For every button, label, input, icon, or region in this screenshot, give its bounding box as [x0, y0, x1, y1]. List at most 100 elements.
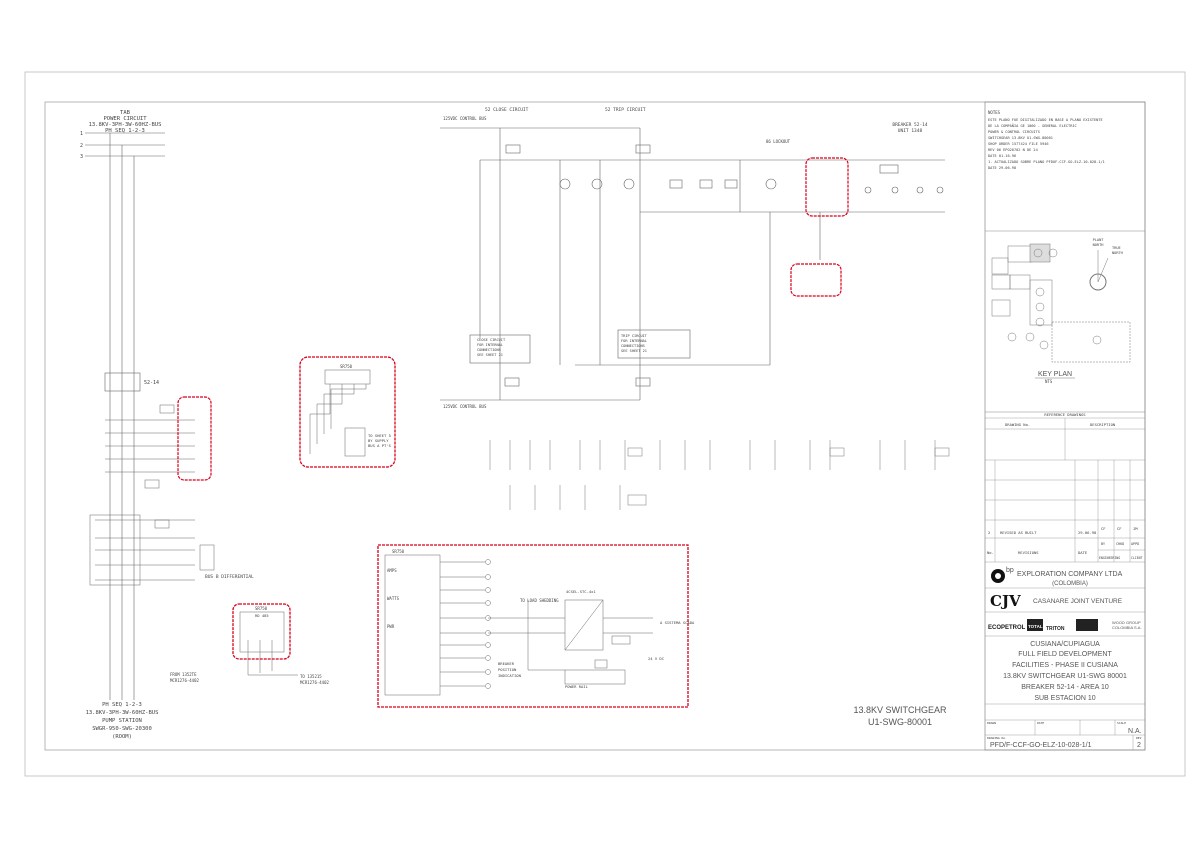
meter-input-pwr: PWR [387, 624, 395, 629]
power-rail-label: POWER RAIL [565, 684, 589, 689]
trip-box-3: SEE SHEET 21 [621, 349, 647, 353]
trip-box-2: CONNECTIONS [621, 344, 645, 348]
casanare-label: CASANARE JOINT VENTURE [1033, 598, 1123, 605]
bp-logo-text: bp [1006, 567, 1014, 574]
rev-header-no: No. [987, 550, 994, 555]
left-panel-line-1: BY SUPPLY [368, 438, 389, 443]
rev-value: 2 [1137, 742, 1141, 749]
date-label: DATE [1037, 721, 1044, 725]
bottom-bus-4: (ROOM) [112, 734, 132, 740]
drawn-label: DRAWN [987, 721, 996, 725]
wood-0: WOOD GROUP [1112, 620, 1141, 625]
small-panel-title: SR750 [255, 606, 268, 611]
phase-label-3: 3 [80, 154, 83, 160]
title-line-4: BREAKER 52-14 - AREA 10 [1021, 684, 1109, 691]
role-engineering: ENGINEERING [1099, 556, 1120, 560]
sr750-left-panel: SR750 TO SHEET 5 BY SUPPLY BUS A PT'S [299, 356, 396, 468]
total-logo: TOTAL [1028, 624, 1043, 629]
ecopetrol-logo: ECOPETROL [988, 625, 1026, 631]
differential-label: BUS B DIFFERENTIAL [205, 574, 254, 580]
exploration-1: (COLOMBIA) [1052, 581, 1088, 587]
breaker-tag: 52-14 [144, 380, 159, 386]
rev-desc: REVISED AS BUILT [1000, 530, 1037, 535]
reference-col1: DRAWING No. [1005, 422, 1030, 427]
drawing-no: PFD/F-CCF-GO-ELZ-10-028-1/1 [990, 742, 1092, 749]
rev-label: REV [1136, 736, 1142, 740]
true-north-0: TRUE [1112, 246, 1121, 250]
close-box-0: CLOSE CIRCUIT [477, 338, 506, 342]
left-panel-line-0: TO SHEET 5 [368, 433, 391, 438]
phase-label-1: 1 [80, 131, 83, 137]
revision-cloud-control-a [805, 157, 849, 217]
switchgear-label-0: 13.8KV SWITCHGEAR [853, 705, 947, 715]
note-0: ESTE PLANO FUE DIGITALIZADO EN BASE A PL… [988, 118, 1103, 122]
rev-chk: CF [1117, 526, 1122, 531]
true-north-1: NORTH [1112, 251, 1123, 255]
plant-north-1: NORTH [1093, 243, 1104, 247]
role-client: CLIENT [1131, 556, 1143, 560]
notes-title: NOTES [988, 110, 1001, 115]
power-bus-section: TAB POWER CIRCUIT 13.8KV-3PH-3W-60HZ-BUS… [80, 110, 254, 740]
revision-cloud-meter [377, 544, 689, 708]
rev-header-by: BY [1101, 542, 1105, 546]
small-panel-sub: RD 485 [255, 613, 269, 618]
bus-title-3: PH SEQ 1-2-3 [105, 128, 145, 134]
wood-group-logo-icon [1076, 619, 1098, 631]
note-5: REV 06 EPO20702 N DE 24 [988, 148, 1038, 152]
revision-cloud-control-b [790, 263, 842, 297]
wood-1: COLOMBIA S.A. [1112, 625, 1142, 630]
title-line-0: CUSIANA/CUPIAGUA [1030, 641, 1100, 648]
rev-header-app: APPD [1131, 542, 1139, 546]
from-label-1: MCR1276-4402 [170, 678, 199, 683]
bp-logo-icon [991, 569, 1005, 583]
rev-date: 29-06-98 [1078, 530, 1097, 535]
rev-header-date: DATE [1078, 550, 1088, 555]
note-4: SHOP ORDER 1577424 FILE 5946 [988, 142, 1049, 146]
note-8: DATE 29-06-98 [988, 166, 1016, 170]
breaker-pos-2: INDICATION [498, 673, 522, 678]
meter-input-watts: WATTS [387, 596, 400, 601]
close-box-1: FOR INTERNAL [477, 343, 503, 347]
revision-cloud-ct [177, 396, 212, 481]
triton-logo: TRITON [1046, 626, 1065, 632]
drawing-frame [44, 101, 1146, 751]
trip-box-0: TRIP CIRCUIT [621, 334, 648, 338]
breaker-pos-0: BREAKER [498, 661, 515, 666]
breaker-unit-1: UNIT 1348 [898, 128, 923, 134]
bottom-bus-3: SWGR-950-SWG-20300 [92, 726, 152, 732]
note-1: DE LA COMPAÑIA GE 1060 - GENERAL ELECTRI… [988, 123, 1077, 128]
note-2: POWER & CONTROL CIRCUITS [988, 130, 1040, 134]
close-box-3: SEE SHEET 21 [477, 353, 503, 357]
note-3: SWITCHGEAR 13.8KV U1-SWG-80001 [988, 136, 1053, 140]
sr750-small-panel: SR750 RD 485 [232, 603, 298, 676]
drawing-no-label: DRAWING No. [987, 736, 1007, 740]
switchgear-label-1: U1-SWG-80001 [868, 717, 932, 727]
breaker-pos-1: POSITION [498, 667, 517, 672]
bottom-bus-1: 13.8KV-3PH-3W-60HZ-BUS [86, 710, 159, 716]
rev-no: 2 [988, 530, 990, 535]
note-6: DATE 01-16-96 [988, 154, 1016, 158]
title-block: NOTES ESTE PLANO FUE DIGITALIZADO EN BAS… [984, 101, 1146, 751]
meter-input-amps: AMPS [387, 568, 397, 573]
title-line-3: 13.8KV SWITCHGEAR U1-SWG 80001 [1003, 673, 1127, 680]
close-circuit-label: 52 CLOSE CIRCUIT [485, 107, 529, 113]
sr750-meter-panel: SR750 AMPS WATTS PWR TO LOAD SHEDDING 4C… [377, 544, 695, 708]
device-rows [489, 440, 950, 510]
rev-by: CF [1101, 526, 1106, 531]
control-circuit: 52 CLOSE CIRCUIT 52 TRIP CIRCUIT 125VDC … [440, 107, 945, 409]
rev-app: JM [1133, 526, 1138, 531]
bus-title-1: POWER CIRCUIT [103, 116, 147, 122]
dc-bus-bottom: 125VDC CONTROL BUS [443, 404, 487, 409]
trip-circuit-label: 52 TRIP CIRCUIT [605, 107, 646, 113]
reference-title: REFERENCE DRAWINGS [1044, 412, 1086, 417]
cjv-logo: CJV [990, 592, 1021, 610]
bottom-bus-0: PH SEQ 1-2-3 [102, 702, 142, 708]
rev-header-chk: CHKD [1116, 542, 1124, 546]
total-logo-icon [1027, 619, 1043, 631]
load-shedding-label: TO LOAD SHEDDING [520, 598, 559, 603]
title-line-1: FULL FIELD DEVELOPMENT [1018, 651, 1112, 658]
from-label-0: FROM 1352TE [170, 672, 197, 677]
bus-title-2: 13.8KV-3PH-3W-60HZ-BUS [89, 122, 162, 128]
scale-label: SCALE [1117, 721, 1126, 725]
